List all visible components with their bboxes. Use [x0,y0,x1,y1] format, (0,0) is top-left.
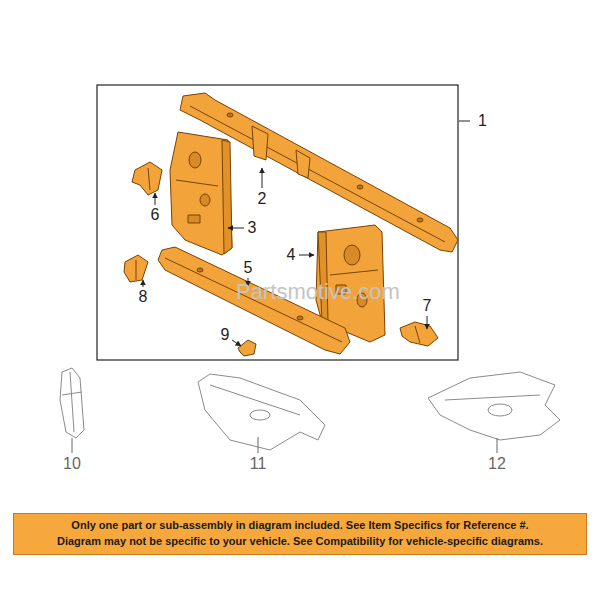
leader-lines [72,121,497,453]
watermark: Partsmotive.com [236,281,400,303]
callout-number: 8 [139,289,148,305]
callout-number: 10 [63,456,81,472]
callout-number: 2 [258,191,267,207]
related-parts [60,368,560,450]
callout-number: 9 [221,327,230,343]
callout-number: 7 [423,298,432,314]
bracket-parts [124,162,438,356]
callout-number: 1 [478,113,487,129]
callout-number: 3 [248,220,257,236]
callout-number: 12 [488,456,506,472]
notice-text: Only one part or sub-assembly in diagram… [20,518,580,534]
callout-number: 11 [250,456,267,472]
callout-number: 5 [244,260,253,276]
left-panel-part [170,132,232,255]
callout-number: 6 [151,207,160,223]
notice-text: Diagram may not be specific to your vehi… [20,534,580,550]
notice-banner: Only one part or sub-assembly in diagram… [13,513,587,555]
assembly-frame [97,85,458,360]
callout-number: 4 [287,247,296,263]
